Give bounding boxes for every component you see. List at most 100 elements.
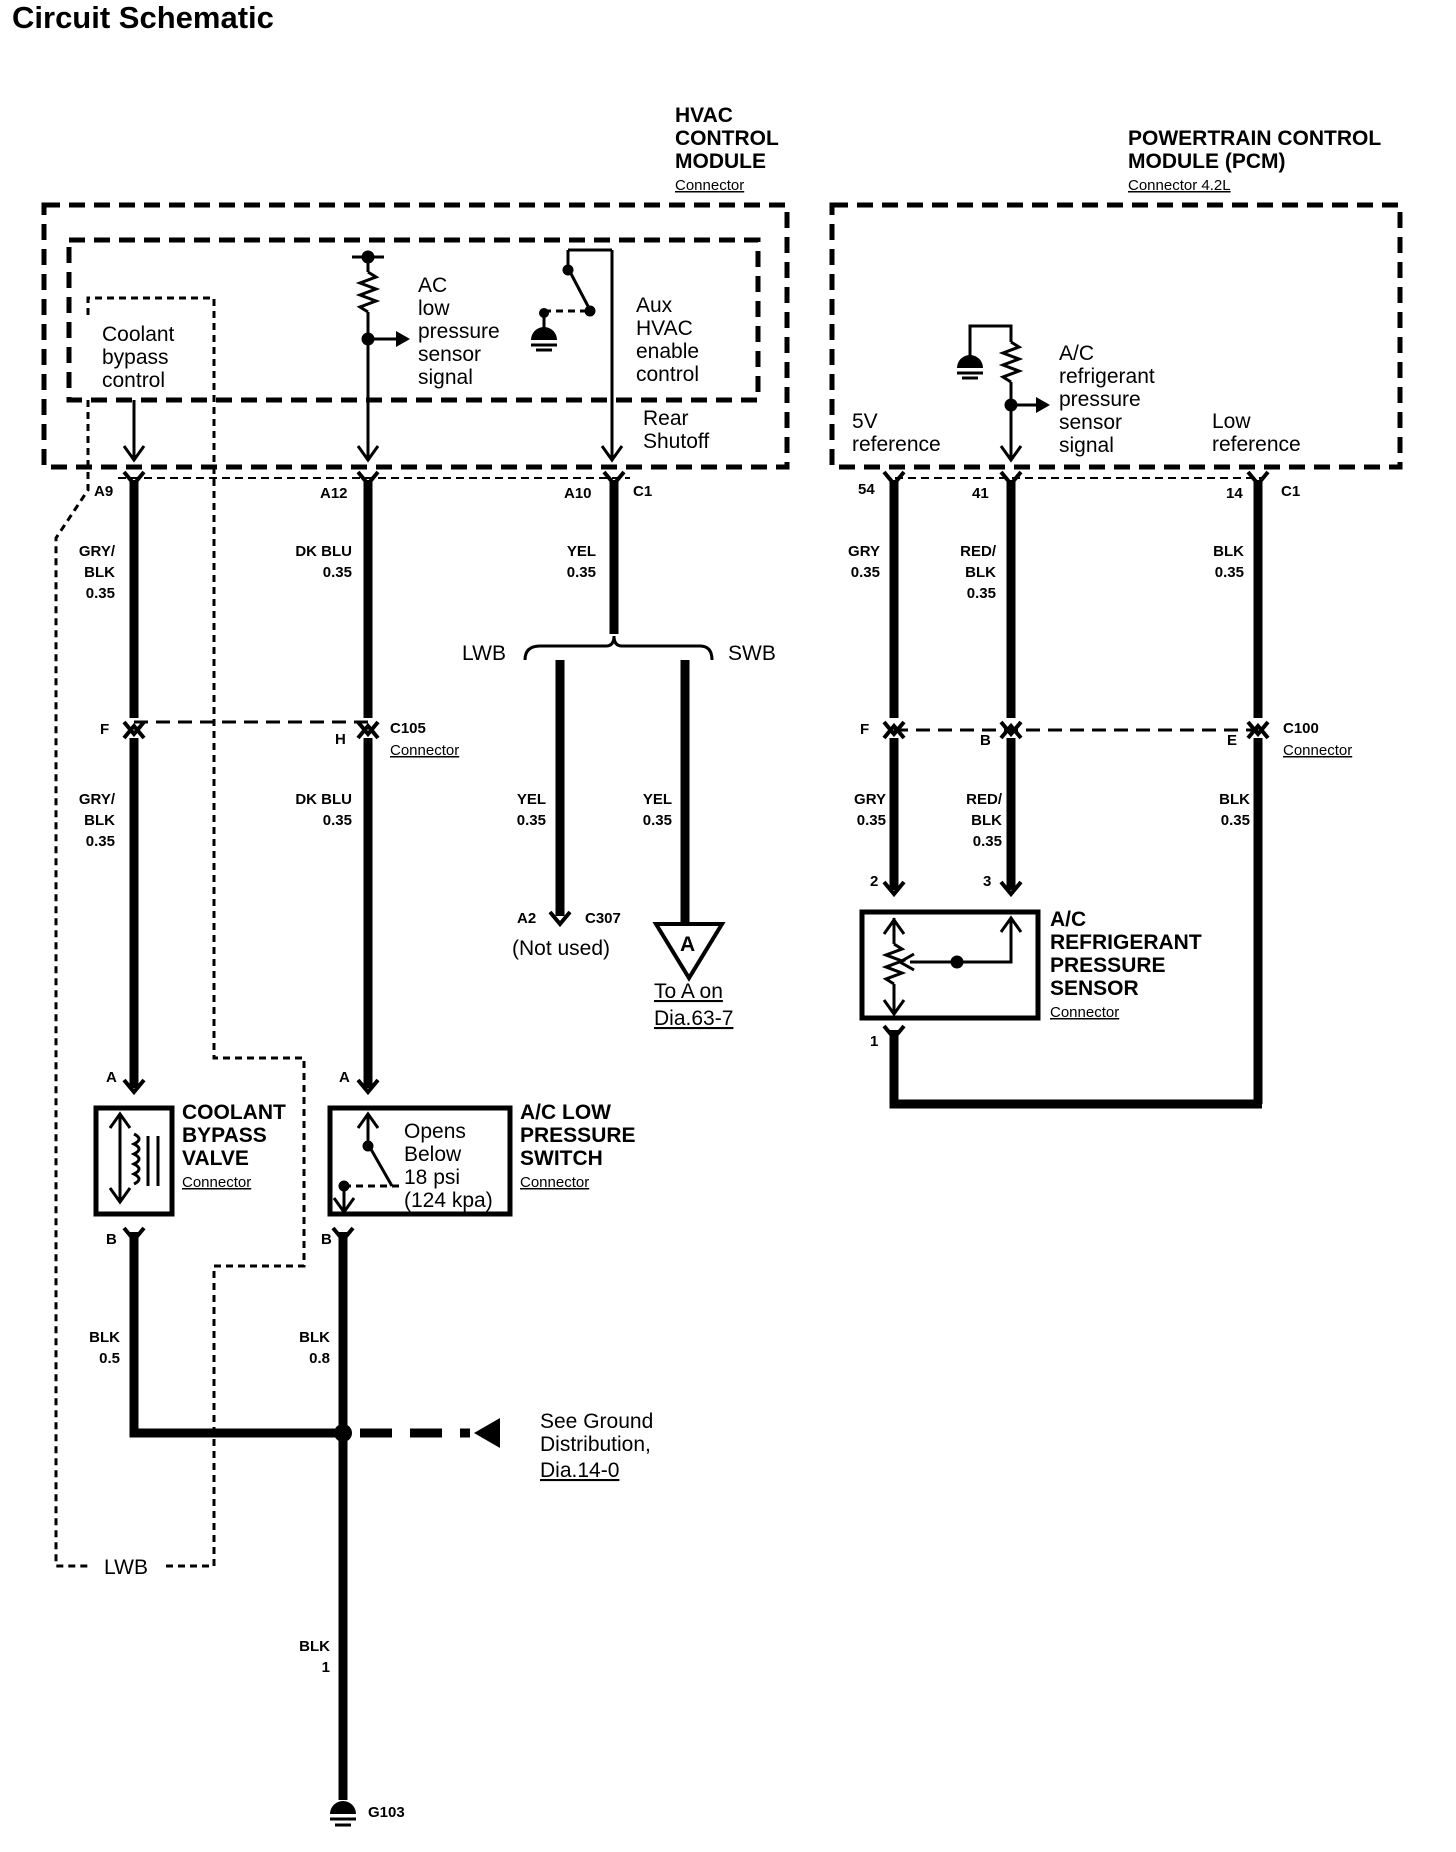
svg-text:control: control xyxy=(102,369,165,392)
svg-text:POWERTRAIN CONTROL: POWERTRAIN CONTROL xyxy=(1128,127,1381,150)
svg-text:low: low xyxy=(418,297,450,320)
svg-text:0.35: 0.35 xyxy=(857,812,886,829)
svg-text:A/C: A/C xyxy=(1059,342,1094,365)
svg-text:B: B xyxy=(980,732,991,749)
svg-text:reference: reference xyxy=(852,433,941,456)
coolant-bypass-control-label: Coolant bypass control xyxy=(102,323,175,392)
svg-text:MODULE (PCM): MODULE (PCM) xyxy=(1128,150,1285,173)
svg-text:A/C: A/C xyxy=(1050,908,1086,931)
c307-terminal xyxy=(548,910,572,928)
svg-text:Opens: Opens xyxy=(404,1120,466,1143)
ac-refrigerant-sensor-label: A/C REFRIGERANT PRESSURE SENSOR Connecto… xyxy=(1050,908,1202,1021)
svg-text:reference: reference xyxy=(1212,433,1301,456)
svg-text:Aux: Aux xyxy=(636,294,673,317)
svg-text:A2: A2 xyxy=(517,910,536,927)
svg-text:Below: Below xyxy=(404,1143,462,1166)
pin-labels: A9 A12 A10 C1 54 41 14 C1 F H C105 Conne… xyxy=(94,481,1352,1248)
svg-text:0.35: 0.35 xyxy=(851,564,880,581)
svg-text:0.35: 0.35 xyxy=(86,833,115,850)
pcm-signal-arrowhead xyxy=(1036,397,1050,413)
sensor-potentiometer xyxy=(881,915,1023,1017)
svg-text:A10: A10 xyxy=(564,485,592,502)
aux-hvac-enable-label: Aux HVAC enable control xyxy=(636,294,699,386)
low-pressure-switch-icon xyxy=(332,1111,400,1215)
svg-text:0.5: 0.5 xyxy=(99,1350,120,1367)
svg-text:Distribution,: Distribution, xyxy=(540,1433,651,1456)
aux-hvac-relay-switch xyxy=(542,248,624,463)
pcm-box xyxy=(829,202,1403,470)
svg-text:PRESSURE: PRESSURE xyxy=(1050,954,1166,977)
pcm-low-reference-label: Low reference xyxy=(1212,410,1301,456)
svg-text:Rear: Rear xyxy=(643,407,689,430)
not-used-label: (Not used) xyxy=(512,937,610,960)
svg-text:AC: AC xyxy=(418,274,447,297)
pcm-title: POWERTRAIN CONTROL MODULE (PCM) Connecto… xyxy=(1128,127,1381,194)
svg-text:Low: Low xyxy=(1212,410,1251,433)
svg-text:B: B xyxy=(106,1231,117,1248)
ac-refrigerant-sensor-box xyxy=(859,909,1041,1021)
svg-text:YEL: YEL xyxy=(567,543,596,560)
svg-text:sensor: sensor xyxy=(418,343,481,366)
svg-text:C1: C1 xyxy=(633,483,652,500)
coolant-bypass-valve-box xyxy=(93,1105,175,1217)
svg-text:RED/: RED/ xyxy=(960,543,997,560)
aux-hvac-ground-icon xyxy=(531,308,557,352)
offpage-line2: Dia.63-7 xyxy=(654,1007,733,1030)
svg-text:0.35: 0.35 xyxy=(1221,812,1250,829)
svg-text:COOLANT: COOLANT xyxy=(182,1101,286,1124)
svg-text:0.35: 0.35 xyxy=(643,812,672,829)
svg-text:Coolant: Coolant xyxy=(102,323,175,346)
lwb-swb-branch xyxy=(523,635,714,661)
svg-text:GRY/: GRY/ xyxy=(79,791,116,808)
svg-text:BLK: BLK xyxy=(971,812,1002,829)
switch-note: Opens Below 18 psi (124 kpa) xyxy=(404,1120,493,1212)
svg-text:YEL: YEL xyxy=(643,791,672,808)
svg-text:0.35: 0.35 xyxy=(1215,564,1244,581)
wires xyxy=(129,480,1263,1800)
svg-text:A9: A9 xyxy=(94,483,113,500)
svg-text:Dia.14-0: Dia.14-0 xyxy=(540,1459,619,1482)
connector-terminals xyxy=(122,470,1270,1244)
svg-text:bypass: bypass xyxy=(102,346,169,369)
lwb-box-label: LWB xyxy=(104,1556,148,1579)
ac-low-signal-arrowhead xyxy=(396,331,410,347)
offpage-connector-triangle xyxy=(652,922,726,982)
svg-text:BLK: BLK xyxy=(1213,543,1244,560)
pcm-ac-refrigerant-signal-label: A/C refrigerant pressure sensor signal xyxy=(1059,342,1155,457)
page-title: Circuit Schematic xyxy=(12,0,274,35)
ground-splice xyxy=(334,1424,352,1442)
svg-text:BLK: BLK xyxy=(965,564,996,581)
svg-text:1: 1 xyxy=(322,1659,330,1676)
g103-ground-icon xyxy=(330,1801,356,1827)
svg-text:pressure: pressure xyxy=(1059,388,1141,411)
hvac-module-outer-box xyxy=(41,202,790,470)
svg-text:CONTROL: CONTROL xyxy=(675,127,779,150)
svg-text:14: 14 xyxy=(1226,485,1243,502)
swb-branch-label: SWB xyxy=(728,642,776,665)
svg-text:(124 kpa): (124 kpa) xyxy=(404,1189,493,1212)
svg-text:Connector: Connector xyxy=(675,177,744,194)
svg-text:See Ground: See Ground xyxy=(540,1410,653,1433)
svg-text:YEL: YEL xyxy=(517,791,546,808)
svg-text:C105: C105 xyxy=(390,720,426,737)
svg-text:sensor: sensor xyxy=(1059,411,1122,434)
svg-text:C307: C307 xyxy=(585,910,621,927)
lwb-dashed-outline xyxy=(54,296,306,1568)
svg-text:Connector 4.2L: Connector 4.2L xyxy=(1128,177,1231,194)
pcm-sensor-circuit xyxy=(968,324,1036,463)
g103-label: G103 xyxy=(368,1804,405,1821)
svg-text:GRY: GRY xyxy=(848,543,880,560)
svg-text:Connector: Connector xyxy=(520,1174,589,1191)
svg-text:REFRIGERANT: REFRIGERANT xyxy=(1050,931,1202,954)
svg-text:BYPASS: BYPASS xyxy=(182,1124,267,1147)
svg-text:Connector: Connector xyxy=(1283,742,1352,759)
svg-text:GRY: GRY xyxy=(854,791,886,808)
pcm-ground-icon xyxy=(957,355,983,380)
svg-text:Shutoff: Shutoff xyxy=(643,430,709,453)
svg-text:5V: 5V xyxy=(852,410,878,433)
svg-text:BLK: BLK xyxy=(299,1638,330,1655)
svg-text:41: 41 xyxy=(972,485,989,502)
svg-text:signal: signal xyxy=(418,366,473,389)
wire-labels: GRY/ BLK 0.35 DK BLU 0.35 YEL 0.35 GRY 0… xyxy=(79,543,1250,1676)
svg-text:E: E xyxy=(1227,732,1237,749)
